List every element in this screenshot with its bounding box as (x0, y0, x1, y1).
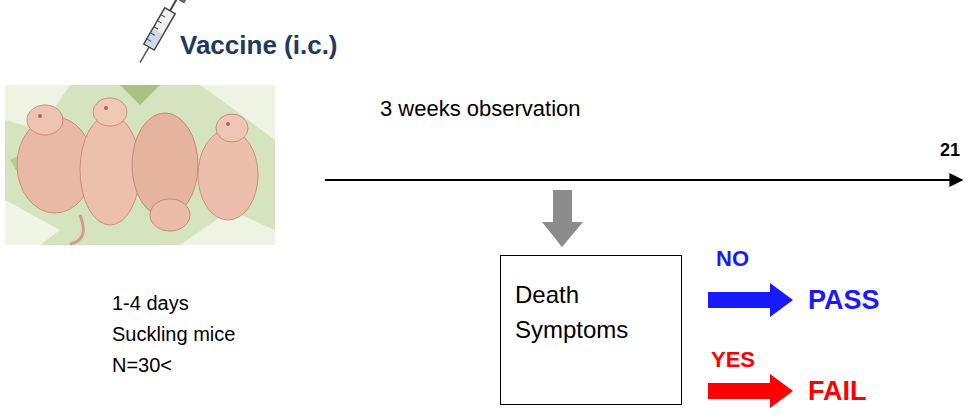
down-arrow (542, 190, 583, 247)
yes-label: YES (711, 347, 755, 372)
box-text: Death Symptoms (515, 278, 667, 348)
mice-photo (5, 85, 275, 245)
age-label: 1-4 days (112, 292, 189, 315)
count-label: N=30< (112, 354, 172, 377)
fail-label: FAIL (808, 376, 867, 407)
syringe-icon (133, 0, 186, 67)
fail-arrow (708, 374, 793, 408)
day-number: 21 (940, 140, 960, 161)
no-label: NO (716, 246, 749, 271)
process-box: Death Symptoms (500, 255, 682, 405)
timeline-arrow (325, 179, 962, 181)
period-label: 3 weeks observation (380, 96, 581, 121)
animal-label: Suckling mice (112, 323, 235, 346)
pass-arrow (708, 283, 793, 317)
pass-label: PASS (808, 285, 880, 316)
vaccine-label: Vaccine (i.c.) (180, 31, 338, 61)
